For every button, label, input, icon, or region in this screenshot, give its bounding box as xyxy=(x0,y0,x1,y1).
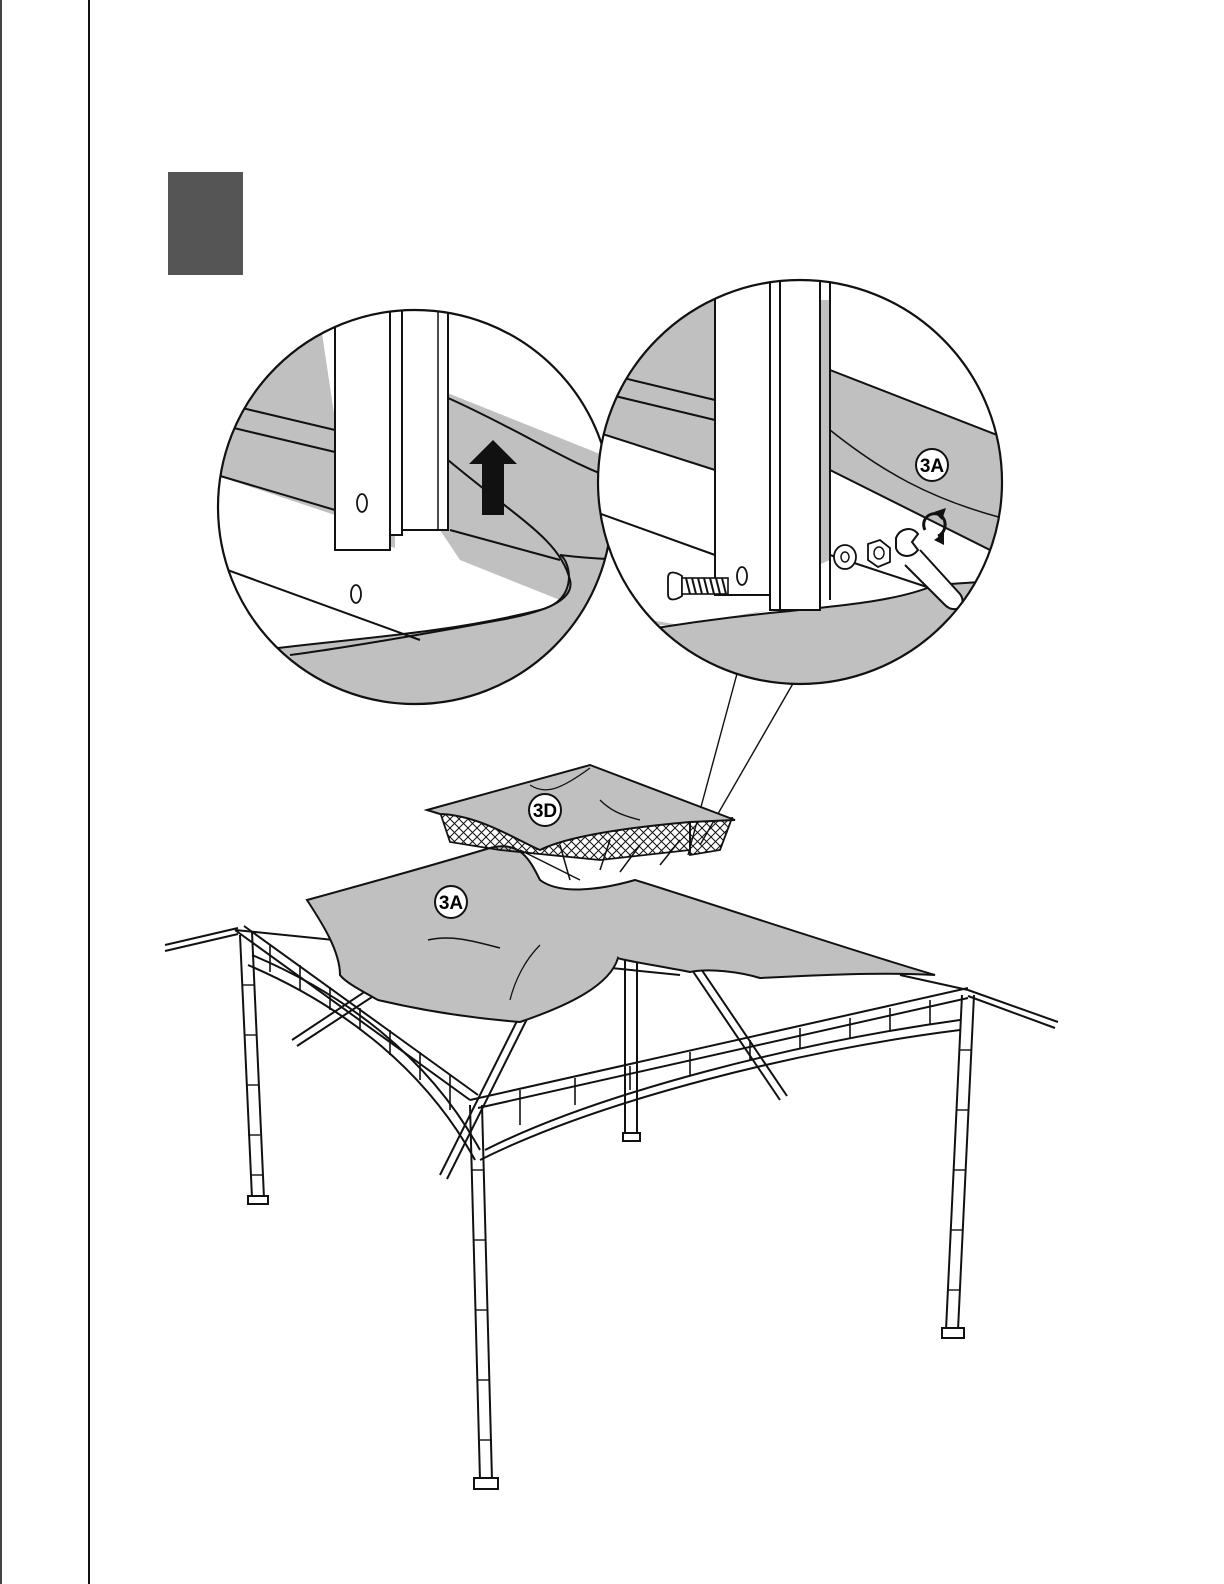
leg-front xyxy=(470,1105,498,1489)
detail-view-bolt-joint: 3A xyxy=(590,270,1010,720)
svg-text:3A: 3A xyxy=(920,456,945,477)
svg-text:3A: 3A xyxy=(439,893,464,914)
canopy-3a: 3A xyxy=(307,846,935,1022)
svg-text:3D: 3D xyxy=(533,801,557,822)
detail-view-lift-canopy xyxy=(200,300,640,720)
part-label-3a-detail: 3A xyxy=(916,449,948,481)
washer-icon xyxy=(834,545,856,569)
gazebo-assembly xyxy=(165,926,1058,1489)
leg-right xyxy=(942,995,974,1338)
